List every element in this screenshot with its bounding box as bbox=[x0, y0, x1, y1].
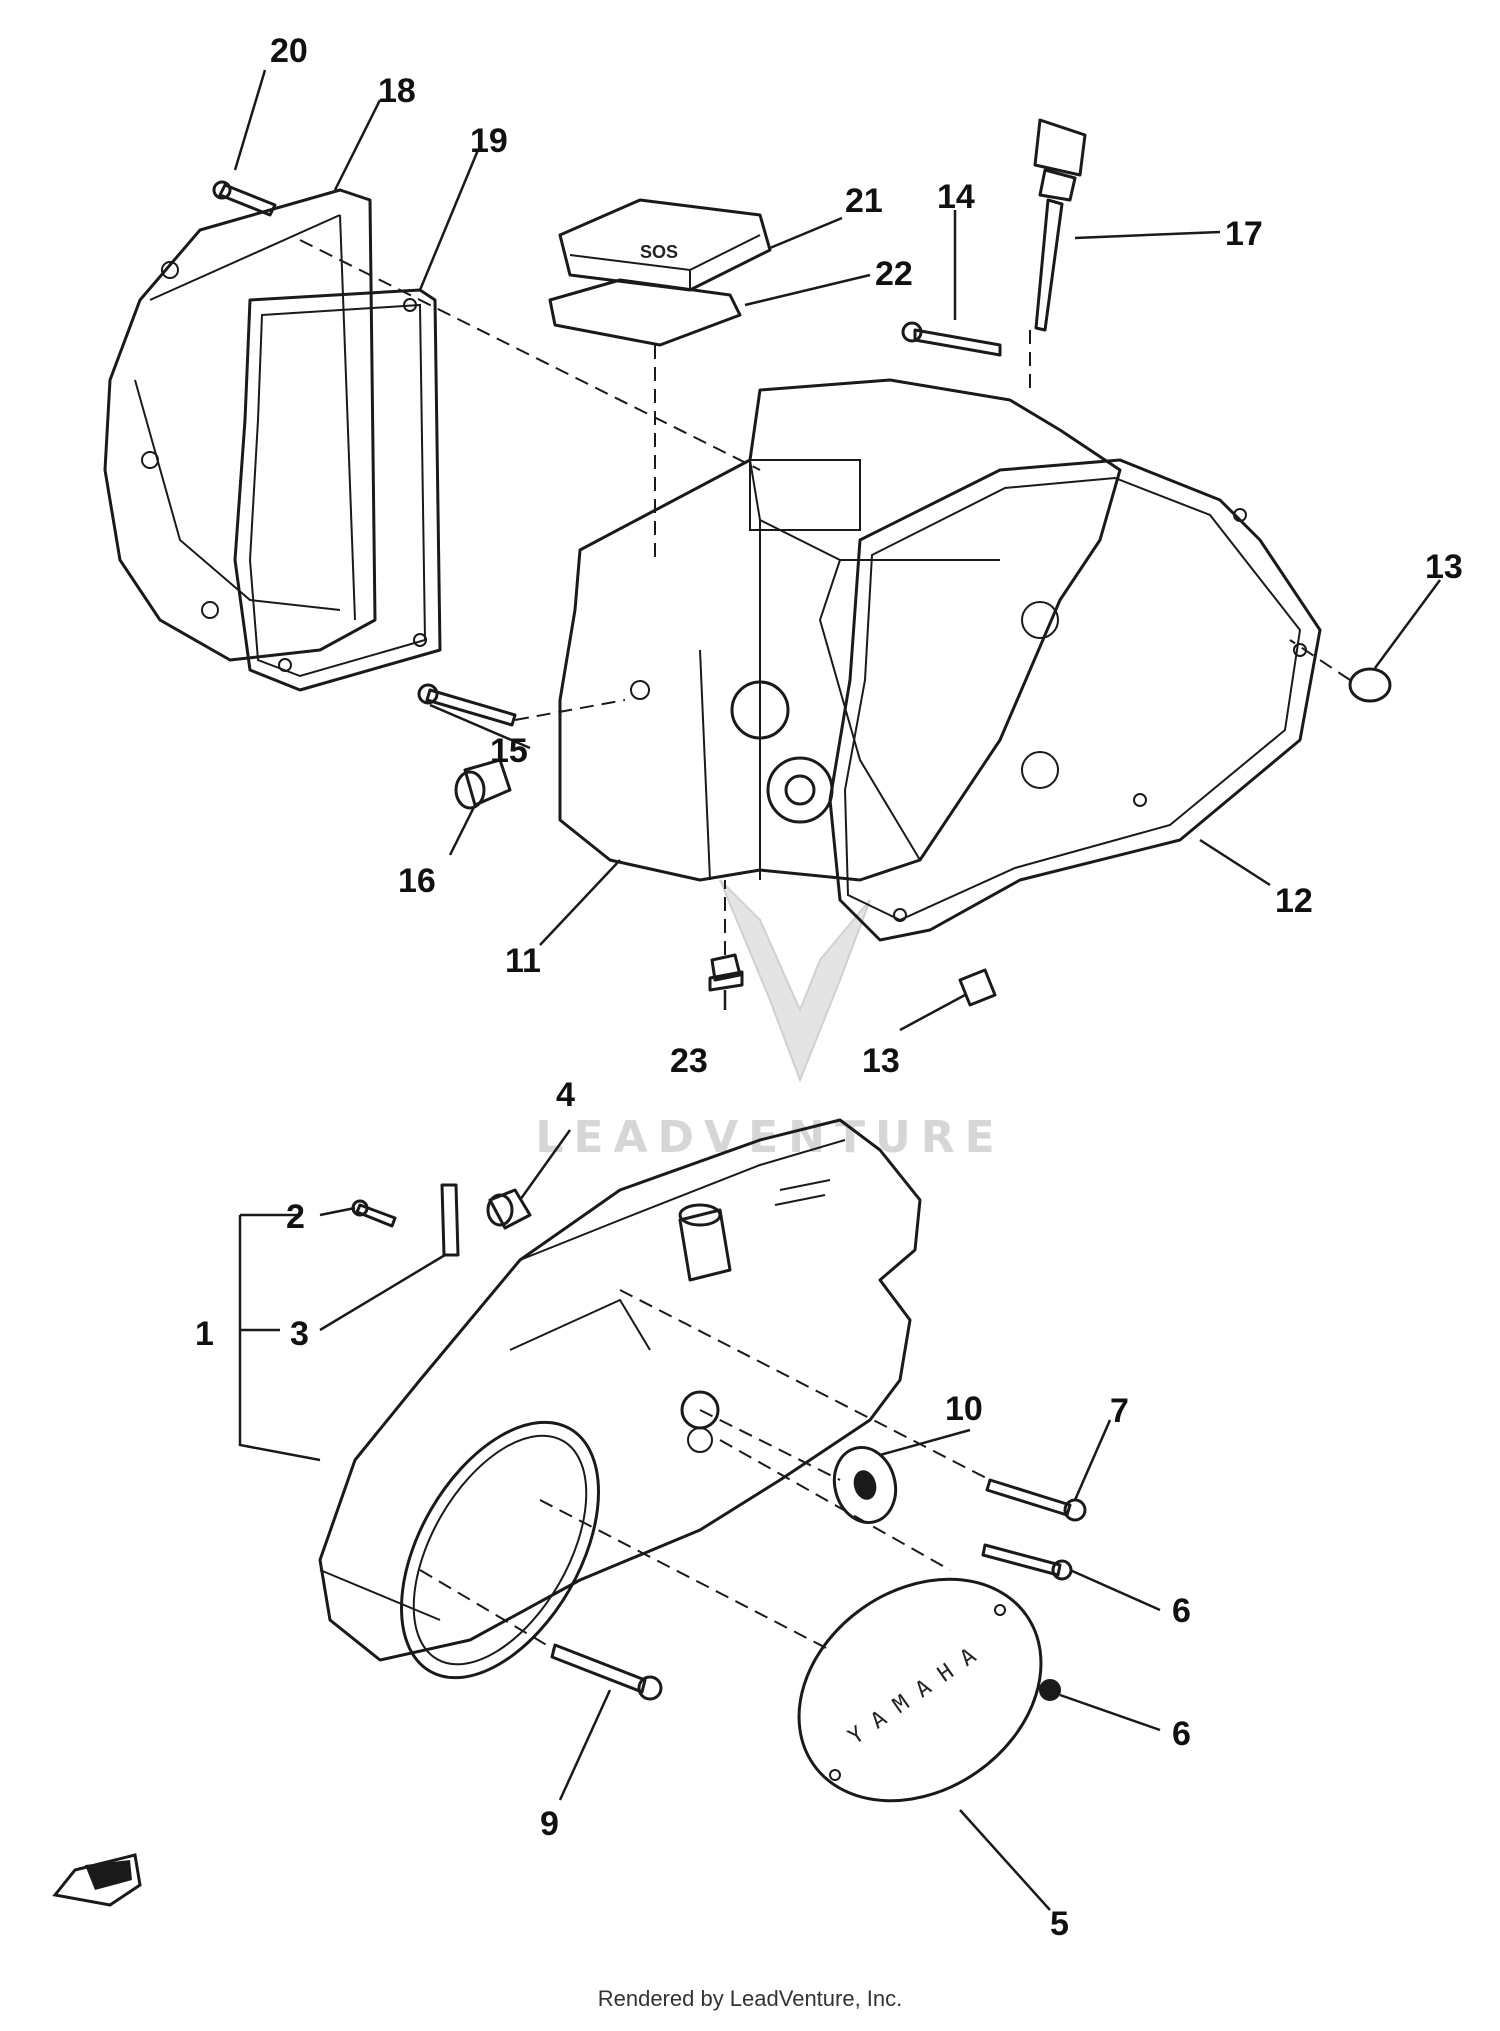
callout-11: 11 bbox=[505, 942, 541, 980]
callout-4: 4 bbox=[556, 1076, 575, 1114]
callout-1: 1 bbox=[195, 1315, 214, 1353]
part-15-bolt bbox=[417, 683, 517, 727]
callout-10: 10 bbox=[945, 1390, 983, 1428]
part-12-cover-gasket bbox=[828, 458, 1322, 942]
part-17-dipstick bbox=[1033, 118, 1087, 332]
callout-14: 14 bbox=[937, 178, 975, 216]
part-4-plug bbox=[486, 1188, 532, 1230]
callout-9: 9 bbox=[540, 1805, 559, 1843]
part-21-cover: SOS bbox=[558, 198, 772, 292]
yamaha-emblem-text: YAMAHA bbox=[844, 1636, 992, 1750]
part-14-bolt bbox=[901, 321, 1002, 357]
part-6-screw-b bbox=[1039, 1679, 1061, 1701]
part-9-bolt bbox=[550, 1643, 663, 1701]
callout-12: 12 bbox=[1275, 882, 1313, 920]
callout-16: 16 bbox=[398, 862, 436, 900]
callout-15: 15 bbox=[490, 732, 528, 770]
part-16-plug bbox=[454, 758, 512, 810]
part-23-plug bbox=[708, 953, 744, 992]
part-11-crankcase-cover bbox=[558, 378, 1122, 882]
leadventure-logo-icon bbox=[719, 879, 871, 1083]
callout-7: 7 bbox=[1110, 1392, 1129, 1430]
part-7-screw bbox=[985, 1478, 1087, 1522]
part-18-clutch-outer-cover bbox=[103, 188, 377, 662]
svg-text:SOS: SOS bbox=[640, 242, 678, 262]
callout-13-lower: 13 bbox=[862, 1042, 900, 1080]
callout-21: 21 bbox=[845, 182, 883, 220]
lower-alignment-lines bbox=[419, 1289, 991, 1651]
callout-6-upper: 6 bbox=[1172, 1592, 1191, 1630]
callout-23: 23 bbox=[670, 1042, 708, 1080]
callout-18: 18 bbox=[378, 72, 416, 110]
part-5-cover-plate: YAMAHA bbox=[797, 1577, 1043, 1803]
part-19-gasket bbox=[233, 288, 442, 692]
part-20-bolt bbox=[212, 180, 277, 217]
part-1-crankcase-cover-left bbox=[318, 1118, 922, 1680]
front-arrow-icon bbox=[52, 1853, 142, 1907]
callout-6-lower: 6 bbox=[1172, 1715, 1191, 1753]
credit-footer: Rendered by LeadVenture, Inc. bbox=[597, 1986, 903, 2011]
callout-5: 5 bbox=[1050, 1905, 1069, 1943]
part-10-oil-seal bbox=[832, 1445, 898, 1525]
callout-20: 20 bbox=[270, 32, 308, 70]
part-3-dowel bbox=[440, 1183, 460, 1257]
callout-13-upper: 13 bbox=[1425, 548, 1463, 586]
part-13-plug-right bbox=[1348, 667, 1392, 703]
part-22-small-gasket bbox=[548, 278, 742, 347]
part-6-screw-a bbox=[981, 1543, 1073, 1581]
part-13-plug-lower bbox=[958, 968, 997, 1007]
callout-2: 2 bbox=[286, 1198, 305, 1236]
upper-alignment-lines bbox=[299, 239, 1351, 955]
callout-19: 19 bbox=[470, 122, 508, 160]
callout-leaders bbox=[233, 69, 1442, 1911]
callout-numbers: 20 18 19 21 22 14 17 13 12 15 16 11 23 1… bbox=[195, 32, 1463, 1943]
callout-17: 17 bbox=[1225, 215, 1263, 253]
callout-3: 3 bbox=[290, 1315, 309, 1353]
part-2-screw bbox=[351, 1199, 397, 1228]
leadventure-watermark: LEADVENTURE bbox=[535, 879, 995, 1163]
callout-22: 22 bbox=[875, 255, 913, 293]
